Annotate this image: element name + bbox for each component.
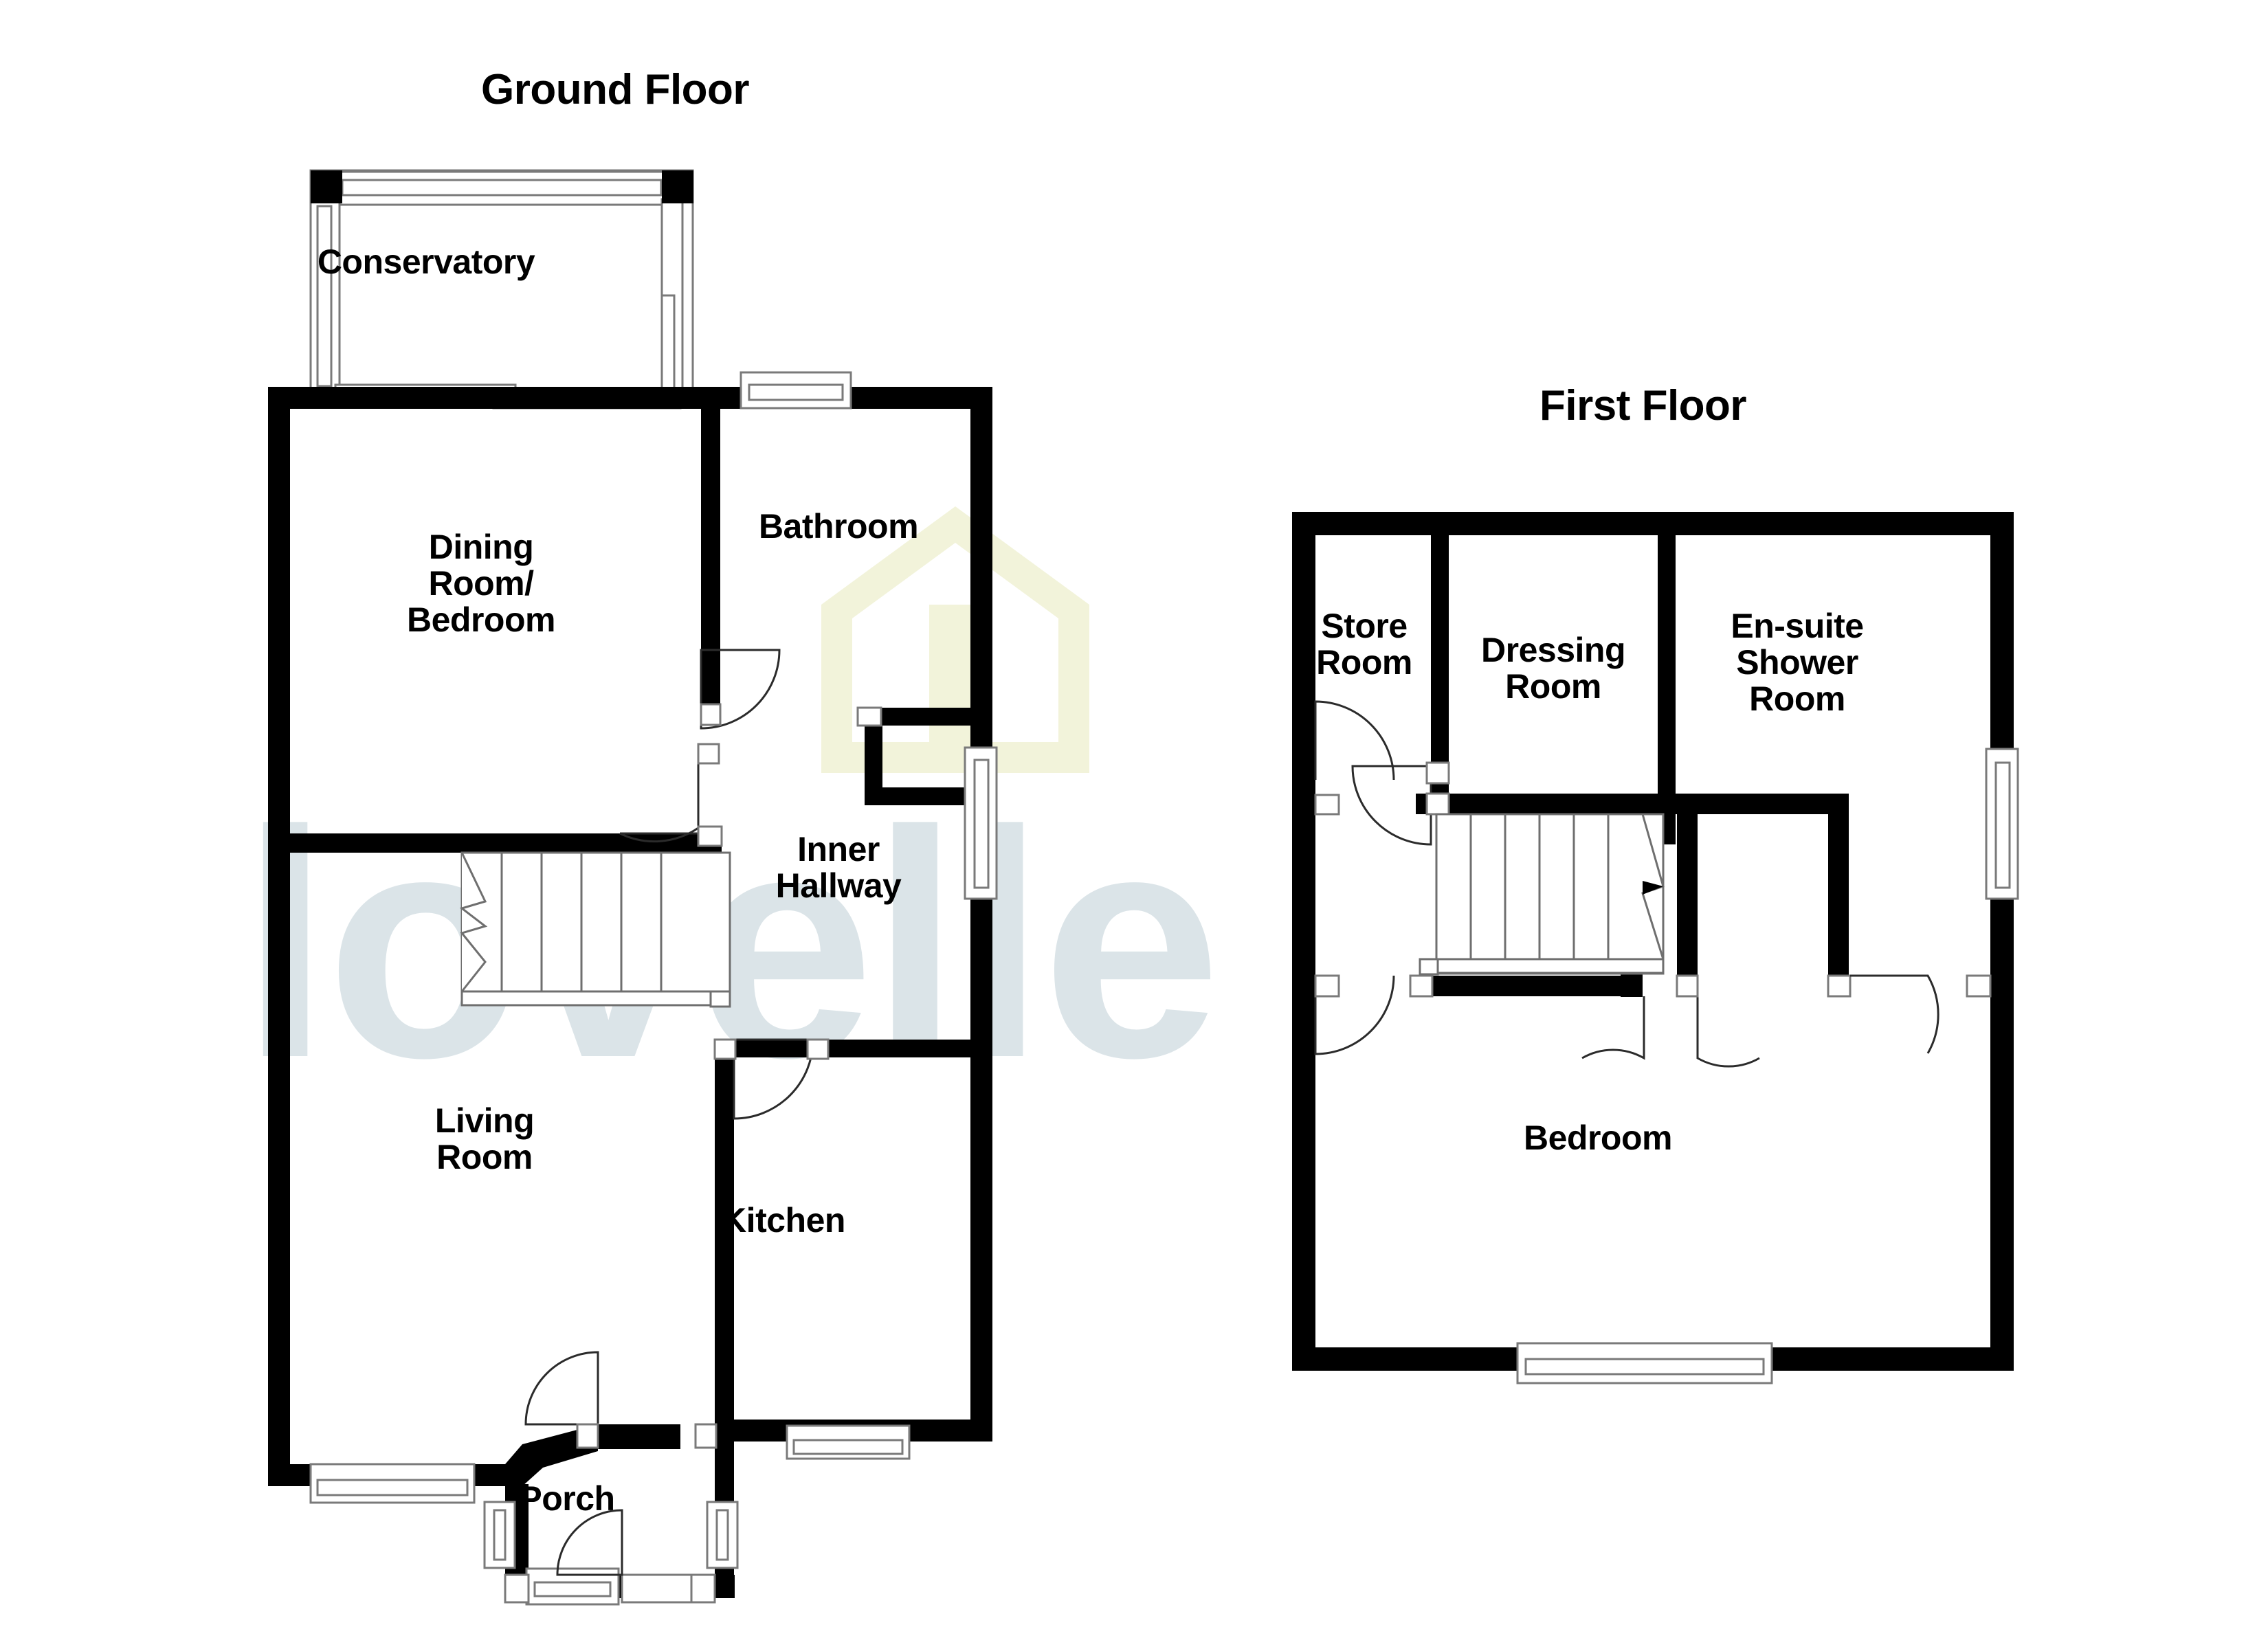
room-label-bedroom: Bedroom <box>1524 1119 1672 1157</box>
first-floor-staircase <box>1419 813 1665 976</box>
first-floor-windows <box>1516 748 2019 1384</box>
ground-floor-title: Ground Floor <box>481 66 750 113</box>
room-label-bathroom: Bathroom <box>758 507 919 546</box>
house-outline-logo <box>821 506 1089 773</box>
first-floor-title: First Floor <box>1539 382 1747 429</box>
porch-structure <box>483 1351 739 1606</box>
first-floor-doors <box>1314 700 1992 1068</box>
room-label-kitchen: Kitchen <box>722 1201 845 1239</box>
ground-floor-doors <box>619 649 882 1120</box>
room-label-ensuite-shower-room: En-suite Shower Room <box>1731 607 1864 718</box>
room-label-living-room: Living Room <box>434 1101 535 1176</box>
room-label-store-room: Store Room <box>1316 607 1412 682</box>
ground-floor-group <box>268 169 998 1606</box>
room-label-porch: Porch <box>519 1479 615 1518</box>
ground-floor-staircase <box>459 851 731 1008</box>
conservatory-structure <box>309 169 694 410</box>
room-label-conservatory: Conservatory <box>317 243 535 281</box>
room-label-dressing-room: Dressing Room <box>1481 631 1625 706</box>
room-label-dining-bedroom: Dining Room/ Bedroom <box>407 528 555 639</box>
ground-floor-windows <box>309 371 998 1504</box>
room-label-inner-hallway: Inner Hallway <box>775 830 902 905</box>
first-floor-group <box>1292 512 2019 1384</box>
